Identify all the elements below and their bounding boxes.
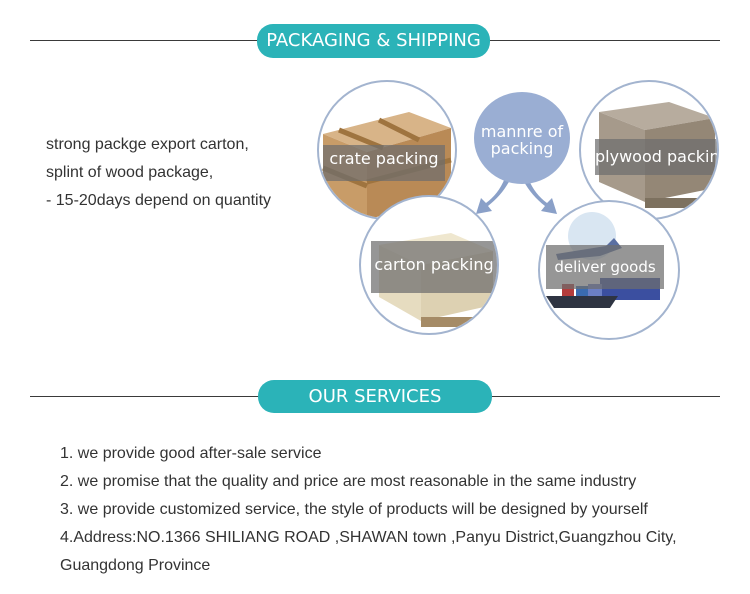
- packaging-shipping-title: PACKAGING & SHIPPING: [257, 24, 490, 58]
- manner-of-packing-label-1: mannre of: [480, 122, 564, 141]
- packaging-desc-line-3: - 15-20days depend on quantity: [46, 192, 272, 209]
- services-divider-left: [30, 396, 259, 397]
- carton-packing-label: carton packing: [371, 241, 497, 293]
- services-divider-right: [491, 396, 720, 397]
- our-services-title: OUR SERVICES: [258, 380, 492, 413]
- deliver-goods-circle: deliver goods: [538, 200, 680, 340]
- service-item-4: 4.Address:NO.1366 SHILIANG ROAD ,SHAWAN …: [60, 529, 677, 546]
- arrow-icon: [476, 178, 557, 214]
- crate-packing-label: crate packing: [323, 145, 445, 181]
- service-item-4-continued: Guangdong Province: [60, 557, 211, 574]
- plywood-packing-circle: plywood packing: [579, 80, 719, 220]
- manner-of-packing-label-2: packing: [490, 139, 554, 158]
- plywood-packing-label: plywood packing: [595, 139, 717, 175]
- packaging-desc-line-2: splint of wood package,: [46, 164, 214, 181]
- section-divider-right: [490, 40, 720, 41]
- manner-of-packing-circle: mannre of packing: [474, 92, 570, 184]
- carton-packing-circle: carton packing: [359, 195, 499, 335]
- packaging-desc-line-1: strong packge export carton,: [46, 136, 249, 153]
- service-item-3: 3. we provide customized service, the st…: [60, 501, 648, 518]
- section-divider-left: [30, 40, 258, 41]
- service-item-1: 1. we provide good after-sale service: [60, 445, 322, 462]
- service-item-2: 2. we promise that the quality and price…: [60, 473, 637, 490]
- deliver-goods-label: deliver goods: [546, 245, 664, 289]
